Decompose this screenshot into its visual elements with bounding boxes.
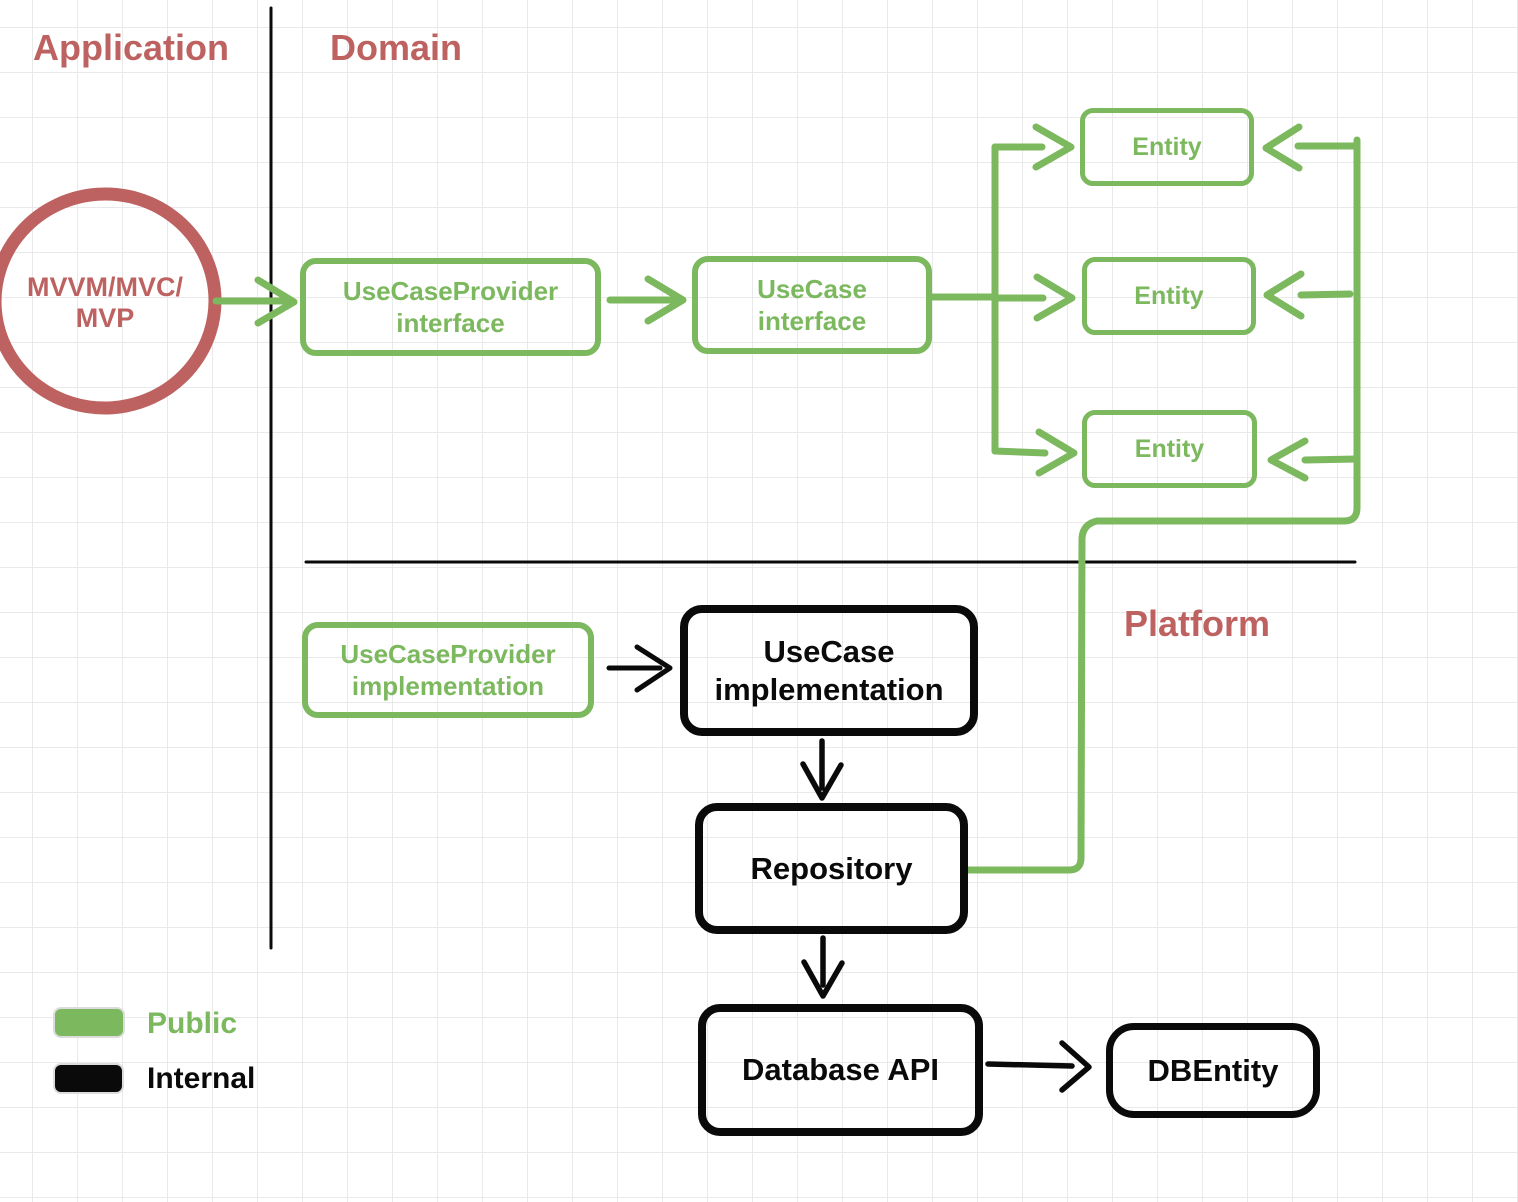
arrow-ucp-interface-to-uc-interface [606,275,687,325]
node-repository: Repository [695,803,968,934]
arrow-rail-to-entity-middle [991,273,1076,322]
arrow-rail-to-entity-bottom-right [1267,437,1361,482]
node-entity-bottom: Entity [1082,410,1257,488]
arrow-rail-to-entity-middle-right [1263,270,1354,320]
uc-interface-entity-rail [927,143,999,455]
arrow-mvvm-to-ucp-interface [212,276,298,327]
arrow-ucp-impl-to-uc-impl [606,644,673,693]
node-dbentity: DBEntity [1106,1023,1320,1118]
arrow-rail-to-entity-bottom [991,428,1078,477]
node-entity-middle: Entity [1082,257,1256,335]
node-entity-top: Entity [1080,108,1254,186]
arrow-rail-to-entity-top [991,123,1075,171]
legend-swatch-public [53,1007,125,1038]
legend-label-public: Public [147,1007,238,1040]
section-title-domain: Domain [330,27,463,68]
repository-entity-feedback-rail [965,136,1361,874]
section-title-platform: Platform [1124,603,1271,644]
arrow-rail-to-entity-top-right [1262,123,1361,172]
node-usecase-interface: UseCase interface [692,256,932,354]
legend-swatch-internal [53,1063,124,1094]
arrow-uc-impl-to-repository [800,738,844,801]
node-database-api: Database API [698,1004,983,1136]
arrow-repository-to-database-api [801,935,845,999]
section-title-application: Application [33,27,229,68]
green-connectors [212,123,1361,874]
legend-label-internal: Internal [147,1062,256,1095]
node-mvvm-label: MVVM/MVC/ MVP [26,272,183,333]
arrow-database-api-to-dbentity [985,1040,1092,1093]
node-usecaseprovider-implementation: UseCaseProvider implementation [302,622,594,718]
node-usecaseprovider-interface: UseCaseProvider interface [300,258,601,356]
node-usecase-implementation: UseCase implementation [680,605,978,736]
